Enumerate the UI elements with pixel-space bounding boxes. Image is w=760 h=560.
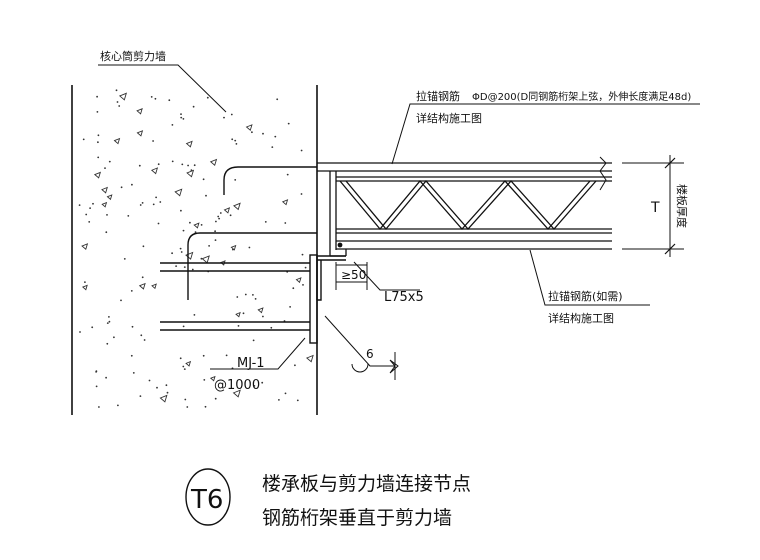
- wall-anchor-rebars: [187, 166, 317, 300]
- embed-spacing-label: @1000: [214, 378, 260, 393]
- shear-wall: [71, 85, 318, 415]
- detail-title-line2: 钢筋桁架垂直于剪力墙: [262, 507, 452, 529]
- embed-plate-studs: [160, 254, 318, 344]
- steel-truss-deck: [317, 156, 612, 257]
- dim-t-desc: 楼板厚度: [675, 184, 689, 228]
- truss-web-diagonals: [339, 179, 597, 231]
- angle-label: L75x5: [384, 290, 424, 305]
- detail-symbol: T6: [190, 485, 223, 515]
- top-rebar-title: 拉锚钢筋: [416, 89, 460, 103]
- gap-label: ≥50: [341, 268, 366, 282]
- detail-title-line1: 楼承板与剪力墙连接节点: [262, 473, 471, 495]
- detail-title: T6 楼承板与剪力墙连接节点 钢筋桁架垂直于剪力墙: [185, 468, 471, 529]
- top-rebar-spec: ΦD@200(D同钢筋桁架上弦，外伸长度满足48d): [472, 90, 691, 103]
- leaders: [98, 64, 700, 380]
- concrete-hatch: [78, 89, 314, 408]
- dim-t-label: T: [650, 200, 660, 216]
- wall-label: 核心筒剪力墙: [100, 49, 166, 63]
- bottom-rebar-ref: 详结构施工图: [548, 311, 614, 325]
- bottom-rebar-title: 拉锚钢筋(如需): [548, 289, 623, 303]
- slab-thickness-dimension: T 楼板厚度: [622, 155, 689, 257]
- gap-dimension: ≥50: [335, 262, 368, 290]
- embed-plate-label: MJ-1: [237, 356, 265, 371]
- weld-size-label: 6: [366, 347, 374, 361]
- top-rebar-ref: 详结构施工图: [416, 111, 482, 125]
